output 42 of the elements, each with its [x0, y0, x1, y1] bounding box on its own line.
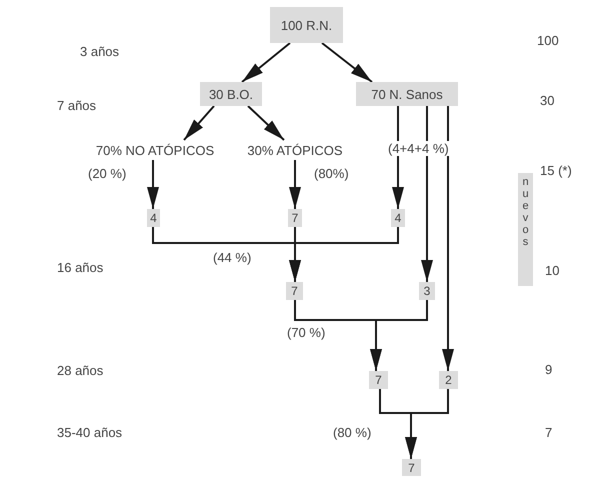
- arrow: [370, 300, 428, 371]
- age-label: 3 años: [80, 44, 120, 59]
- count-label: 30: [540, 93, 554, 108]
- count-box: 4: [147, 209, 160, 227]
- count-box: 7: [369, 371, 388, 389]
- percent-label: (44 %): [213, 250, 252, 265]
- group-label: 30% ATÓPICOS: [247, 142, 343, 158]
- count-box: 4: [391, 209, 405, 227]
- arrow: [147, 160, 159, 209]
- age-label: 16 años: [57, 260, 104, 275]
- arrow: [442, 106, 454, 371]
- group-box: 100 R.N.: [270, 7, 343, 43]
- count-label: 15 (*): [540, 163, 572, 178]
- arrow: [241, 42, 291, 83]
- count-box: 2: [439, 371, 458, 389]
- arrow: [405, 389, 449, 459]
- percent-label: (80%): [314, 166, 349, 181]
- group-box: 30 B.O.: [200, 82, 262, 106]
- age-label: 28 años: [57, 363, 104, 378]
- percent-label: (80 %): [333, 425, 372, 440]
- group-label: 70% NO ATÓPICOS: [96, 142, 214, 158]
- count-label: 10: [545, 263, 560, 278]
- percent-label: (70 %): [287, 325, 326, 340]
- percent-label: (4+4+4 %): [388, 141, 449, 156]
- arrow: [321, 42, 373, 83]
- arrow: [183, 105, 215, 141]
- count-box: 3: [419, 282, 435, 300]
- arrow: [289, 227, 399, 282]
- count-label: 7: [545, 425, 552, 440]
- group-box: 70 N. Sanos: [356, 82, 458, 106]
- count-box: 7: [288, 209, 302, 227]
- count-label: 9: [545, 362, 552, 377]
- arrow: [421, 106, 433, 282]
- vertical-label-box: nuevos: [518, 173, 533, 286]
- arrow: [289, 160, 301, 209]
- count-box: 7: [286, 282, 303, 300]
- arrow: [247, 105, 285, 141]
- age-label: 7 años: [57, 98, 96, 113]
- count-label: 100: [537, 33, 559, 48]
- percent-label: (20 %): [88, 166, 126, 181]
- age-label: 35-40 años: [57, 425, 122, 440]
- count-box: 7: [402, 459, 421, 476]
